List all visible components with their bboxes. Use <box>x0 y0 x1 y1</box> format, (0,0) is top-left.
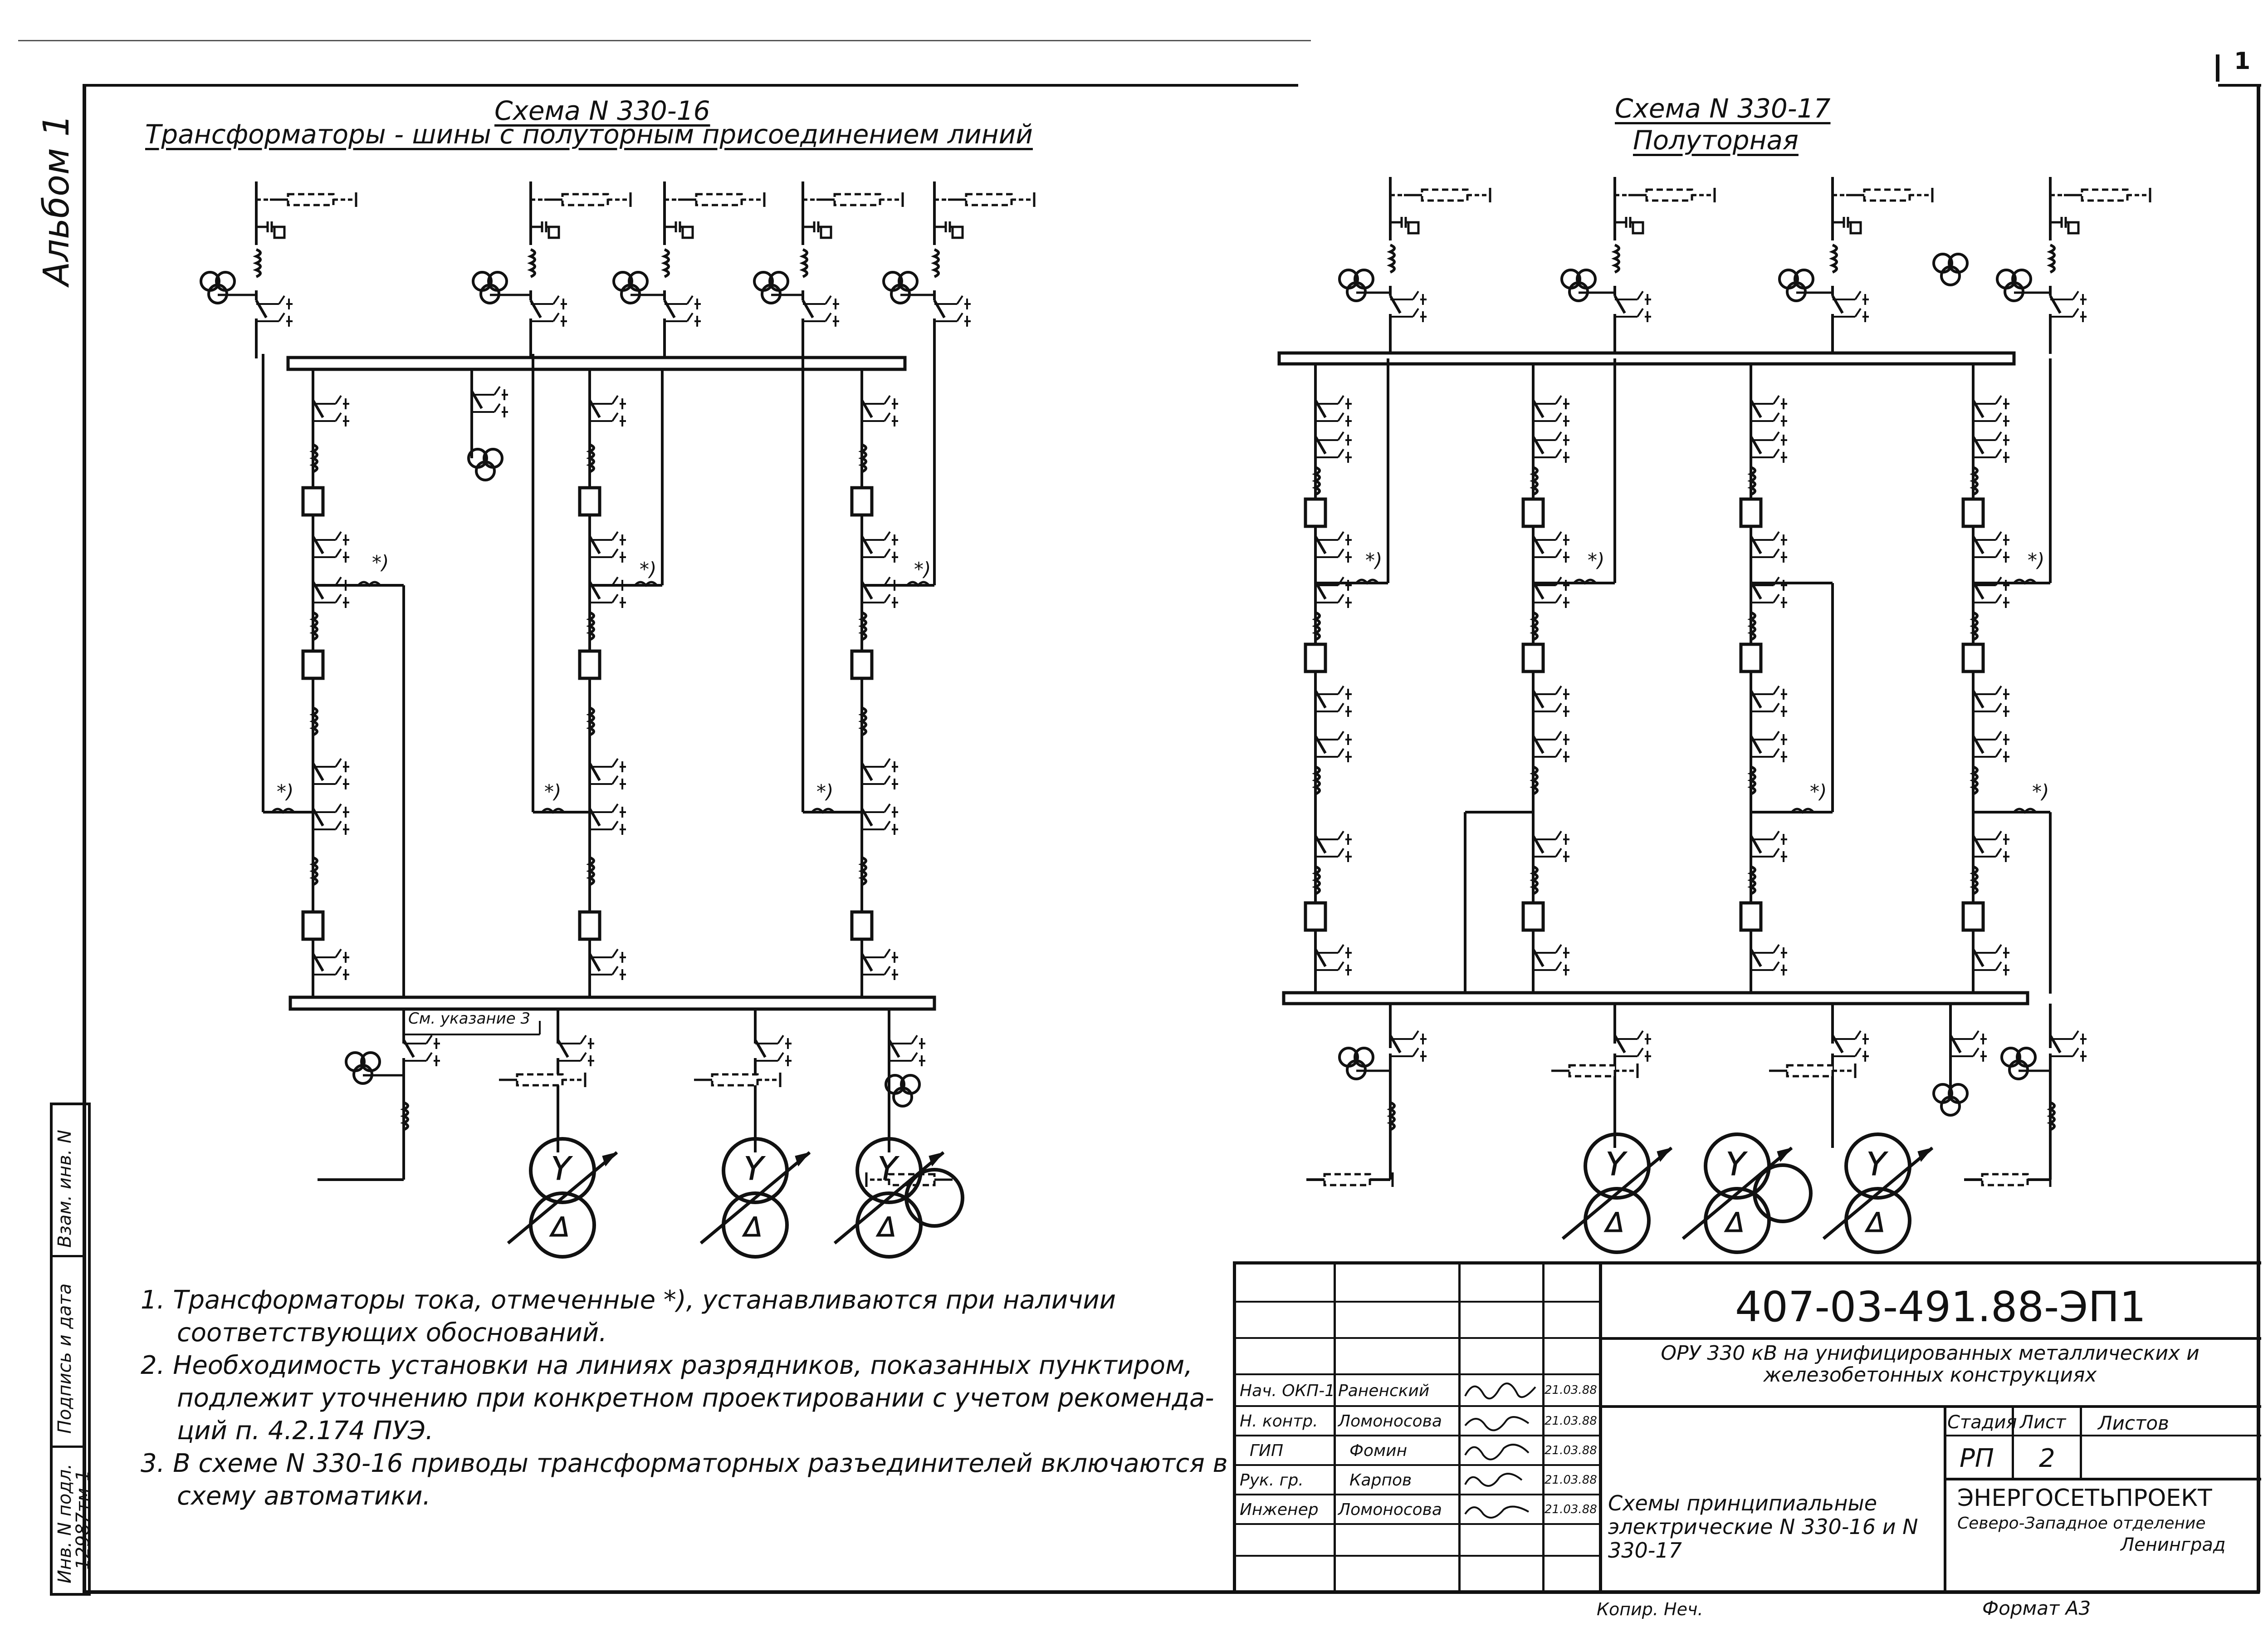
ct-mark-5: *) <box>544 780 562 803</box>
sig-role: Рук. гр. <box>1240 1471 1304 1490</box>
sig-name: Фомин <box>1349 1441 1408 1460</box>
scheme-right-title: Схема N 330-17 <box>1615 93 1831 124</box>
right-bays <box>1305 358 2052 994</box>
sig-name: Раненский <box>1338 1382 1430 1400</box>
left-bottom-connections <box>318 1010 964 1257</box>
copied-label: Копир. Неч. <box>1597 1599 1703 1619</box>
note-line: 2. Необходимость установки на линиях раз… <box>141 1351 1193 1380</box>
frame-left-line <box>83 84 86 1593</box>
note-line: 1. Трансформаторы тока, отмеченные *), у… <box>141 1285 1116 1315</box>
sig-date: 21.03.88 <box>1545 1414 1597 1428</box>
note-line: соответствующих обоснований. <box>177 1318 607 1348</box>
doc-description: ОРУ 330 кВ на унифицированных металличес… <box>1661 1342 2200 1387</box>
page-number: 1 <box>2234 48 2251 75</box>
margin-stamp <box>50 1103 91 1596</box>
ct-mark-7: *) <box>1365 549 1383 571</box>
ct-mark-6: *) <box>816 780 834 803</box>
note-line: подлежит уточнению при конкретном проект… <box>177 1383 1214 1413</box>
scheme-left-diagram <box>201 181 1034 1257</box>
ct-mark-9: *) <box>2028 549 2045 571</box>
frame-right-line <box>2257 84 2260 1593</box>
ct-mark-11: *) <box>2032 780 2049 803</box>
sheets-header: Листов <box>2098 1412 2169 1434</box>
page-number-tick <box>2216 54 2219 82</box>
sig-date: 21.03.88 <box>1545 1503 1597 1516</box>
note-line: 3. В схеме N 330-16 приводы трансформато… <box>141 1449 1228 1478</box>
scheme-right-diagram <box>1277 177 2150 1252</box>
doc-code: 407-03-491.88-ЭП1 <box>1735 1283 2146 1331</box>
scheme-left-title: Схема N 330-16 <box>494 95 710 126</box>
left-bays <box>262 354 936 998</box>
sig-role: Н. контр. <box>1240 1412 1318 1431</box>
left-top-feeders <box>201 181 1034 358</box>
stage-header: Стадия <box>1947 1412 2017 1433</box>
sig-name: Карпов <box>1349 1471 1412 1490</box>
note-line: ций п. 4.2.174 ПУЭ. <box>177 1416 434 1446</box>
ct-mark-1: *) <box>372 551 389 573</box>
org-branch: Северо-Западное отделение <box>1957 1514 2206 1533</box>
signature-scribbles <box>1464 1382 1536 1519</box>
notes-block: 1. Трансформаторы тока, отмеченные *), у… <box>141 1284 1229 1513</box>
note-line: схему автоматики. <box>177 1481 431 1511</box>
stage-value: РП <box>1960 1444 1994 1473</box>
sig-role: Нач. ОКП-1 <box>1240 1382 1335 1400</box>
ct-mark-2: *) <box>640 558 657 580</box>
sig-name: Ломоносова <box>1338 1500 1442 1519</box>
ct-mark-3: *) <box>914 558 931 580</box>
format-label: Формат А3 <box>1982 1597 2091 1619</box>
sig-role: ГИП <box>1250 1441 1284 1460</box>
sig-date: 21.03.88 <box>1545 1473 1597 1487</box>
ct-mark-10: *) <box>1810 780 1827 803</box>
org-city: Ленинград <box>2121 1534 2226 1555</box>
sheet-header: Лист <box>2020 1412 2066 1433</box>
sig-name: Ломоносова <box>1338 1412 1442 1431</box>
ct-mark-8: *) <box>1588 549 1605 571</box>
sig-date: 21.03.88 <box>1545 1444 1597 1457</box>
scheme-right-subtitle: Полуторная <box>1633 125 1799 156</box>
sig-role: Инженер <box>1240 1500 1319 1519</box>
sheet-title: Схемы принципиальные электрические N 330… <box>1608 1491 1918 1563</box>
org-name: ЭНЕРГОСЕТЬПРОЕКТ <box>1957 1485 2212 1512</box>
top-edge-line <box>18 40 1311 41</box>
sig-date: 21.03.88 <box>1545 1383 1597 1397</box>
sheet-no-value: 2 <box>2039 1444 2055 1473</box>
frame-bottom-line <box>83 1590 2260 1594</box>
ct-mark-4: *) <box>277 780 294 803</box>
frame-top-line <box>83 84 1298 87</box>
scheme-left-subtitle: Трансформаторы - шины с полуторным присо… <box>145 119 1033 150</box>
see-note-label: См. указание 3 <box>408 1010 531 1028</box>
title-block: 407-03-491.88-ЭП1 ОРУ 330 кВ на унифицир… <box>1233 1261 2261 1593</box>
frame-top-right-line <box>2218 84 2261 87</box>
